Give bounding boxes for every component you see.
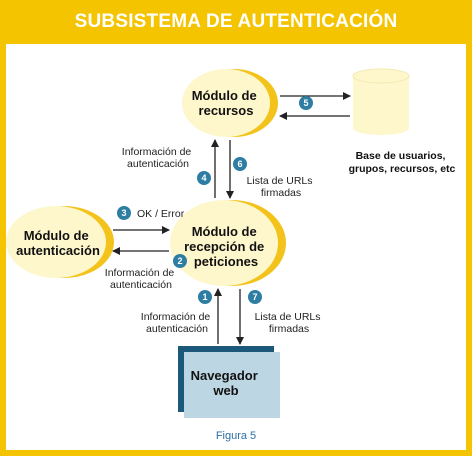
badge-circle — [197, 171, 211, 185]
label-lista-urls-7: Lista de URLs firmadas — [255, 311, 324, 335]
figure-caption: Figura 5 — [215, 430, 257, 442]
badge-number: 3 — [121, 208, 126, 218]
node-label-line: Módulo de — [24, 228, 89, 243]
label-ok-error-3: OK / Error — [137, 208, 185, 220]
node-modulo-autenticacion: Módulo de autenticación — [6, 206, 114, 278]
step-badge-2: 2 — [173, 254, 187, 268]
node-label: Módulo de autenticación — [16, 228, 100, 258]
badge-number: 2 — [177, 256, 182, 266]
node-label-line: Módulo de — [192, 88, 257, 103]
node-body — [170, 200, 278, 286]
label-info-autenticacion-1: Información de autenticación — [141, 311, 213, 335]
figure-title: SUBSISTEMA DE AUTENTICACIÓN — [74, 11, 398, 32]
node-label: Módulo de recursos — [192, 88, 261, 118]
label-lista-urls-6: Lista de URLs firmadas — [247, 175, 316, 199]
database-body — [353, 76, 409, 135]
badge-circle — [198, 290, 212, 304]
label-info-autenticacion-2: Información de autenticación — [105, 267, 177, 291]
badge-circle — [233, 157, 247, 171]
badge-circle — [173, 254, 187, 268]
node-label-line: recepción de — [184, 239, 264, 254]
step-badge-7: 7 — [248, 290, 262, 304]
node-navegador-web: Navegador web — [178, 346, 280, 418]
node-base-datos: Base de usuarios, grupos, recursos, etc — [349, 68, 456, 175]
label-info-autenticacion-4: Información de autenticación — [122, 146, 194, 170]
node-label-line: web — [212, 383, 238, 398]
node-label: Navegador web — [191, 368, 262, 398]
browser-body — [184, 352, 280, 418]
node-label-line: Base de usuarios, — [356, 150, 446, 162]
node-modulo-recursos: Módulo de recursos — [182, 69, 278, 137]
badge-number: 7 — [252, 292, 257, 302]
node-label-line: grupos, recursos, etc — [349, 163, 456, 175]
node-body — [6, 206, 106, 278]
step-badge-5: 5 — [299, 96, 313, 110]
node-label: Módulo de recepción de peticiones — [184, 224, 268, 269]
database-top — [352, 68, 410, 84]
badge-number: 4 — [201, 173, 206, 183]
node-label-line: recursos — [199, 103, 254, 118]
node-label-line: peticiones — [194, 254, 258, 269]
step-badge-1: 1 — [198, 290, 212, 304]
figure-header: SUBSISTEMA DE AUTENTICACIÓN — [0, 0, 472, 44]
badge-number: 1 — [202, 292, 207, 302]
badge-circle — [248, 290, 262, 304]
badge-number: 6 — [237, 159, 242, 169]
badge-number: 5 — [303, 98, 308, 108]
node-label-line: Módulo de — [192, 224, 257, 239]
badge-circle — [117, 206, 131, 220]
node-label-line: Navegador — [191, 368, 258, 383]
node-modulo-recepcion: Módulo de recepción de peticiones — [170, 200, 286, 286]
step-badge-3: 3 — [117, 206, 131, 220]
node-body — [182, 69, 270, 137]
arrows — [112, 92, 351, 345]
node-label-line: autenticación — [16, 243, 100, 258]
node-label: Base de usuarios, grupos, recursos, etc — [349, 150, 456, 175]
step-badge-4: 4 — [197, 171, 211, 185]
badge-circle — [299, 96, 313, 110]
step-badge-6: 6 — [233, 157, 247, 171]
